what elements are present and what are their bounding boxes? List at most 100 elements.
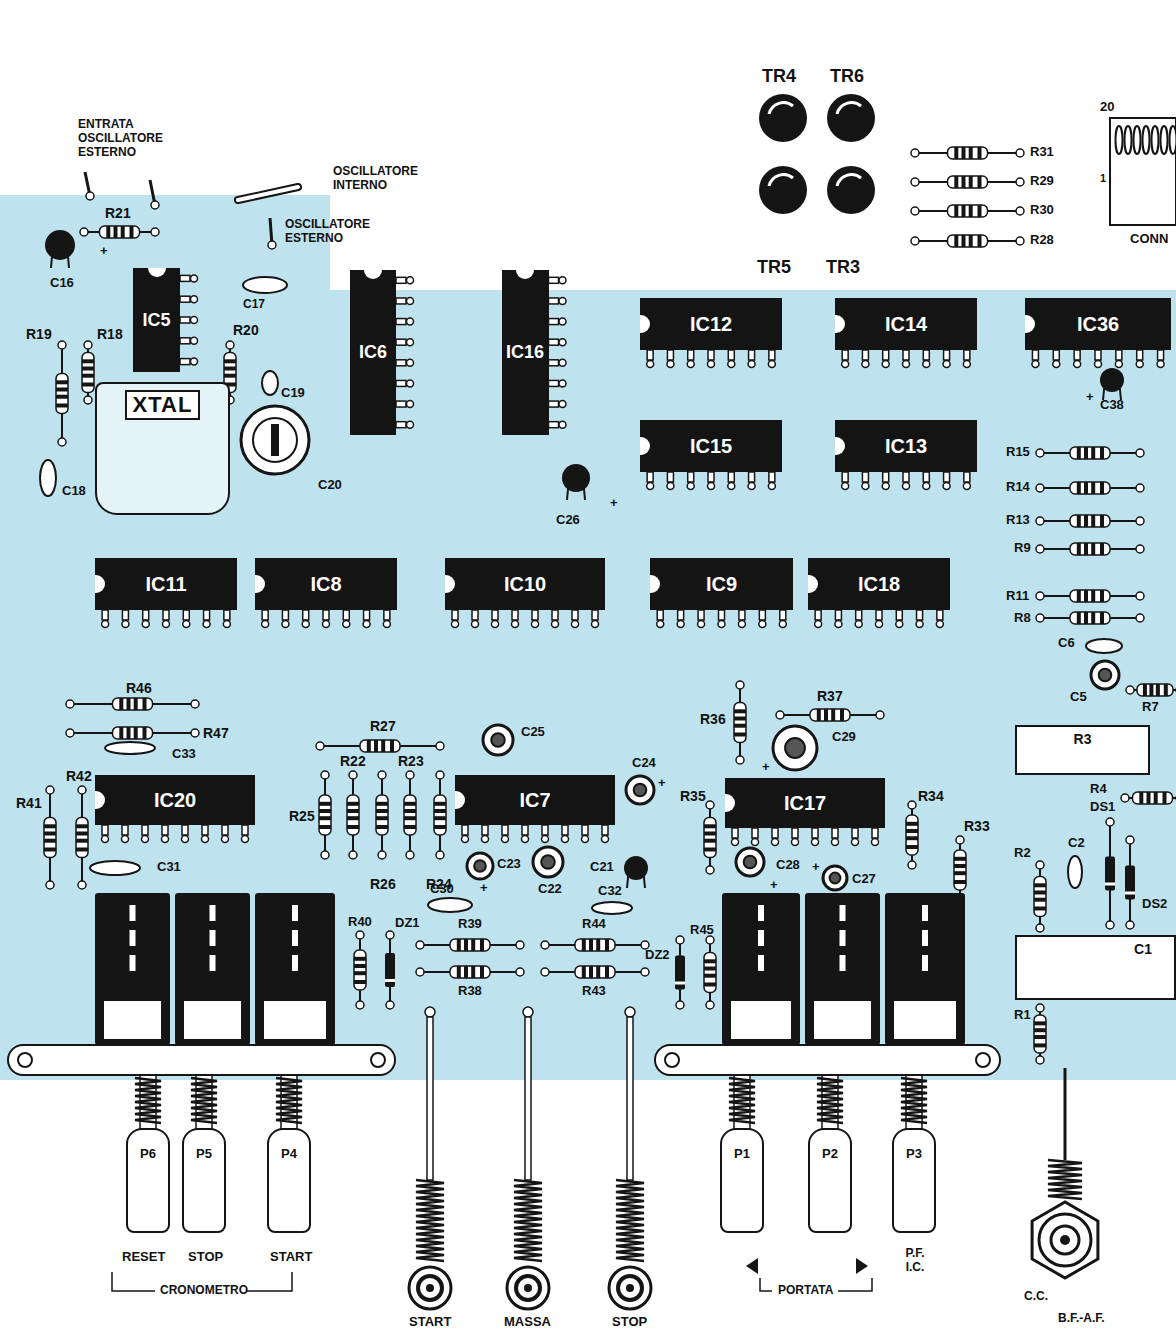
component-label: R3 — [1074, 731, 1092, 747]
color-band — [1084, 590, 1088, 602]
resistor-symbol — [316, 740, 444, 752]
jack-hole — [426, 1284, 434, 1292]
ic-pin — [183, 610, 189, 620]
solder-pad — [407, 277, 414, 284]
resistor-symbol — [76, 786, 88, 889]
part-label: C19 — [281, 386, 305, 401]
solder-pad — [779, 621, 786, 628]
solder-pad — [343, 621, 350, 628]
switch-slot — [840, 905, 846, 921]
color-band — [347, 802, 359, 806]
solder-pad — [641, 968, 649, 976]
solder-pad — [183, 621, 190, 628]
color-band — [704, 959, 716, 963]
resistor-body — [1034, 877, 1046, 917]
color-band — [954, 176, 958, 188]
solder-pad — [625, 1007, 635, 1017]
color-band — [589, 939, 593, 951]
diode-body — [1125, 866, 1135, 900]
color-band — [978, 205, 982, 217]
diode-body — [385, 953, 395, 987]
solder-pad — [582, 836, 589, 843]
part-label: R34 — [918, 788, 944, 804]
solder-pad — [911, 237, 919, 245]
color-band — [457, 966, 461, 978]
color-band — [82, 383, 94, 387]
part-label: 20 — [1100, 100, 1114, 115]
tantalum-capacitor — [562, 464, 590, 492]
ic-pin — [396, 277, 406, 283]
color-band — [978, 176, 982, 188]
switch-frame — [813, 1000, 872, 1040]
solder-pad — [1036, 449, 1044, 457]
part-label: C23 — [497, 857, 521, 872]
part-label: R26 — [370, 876, 396, 892]
color-band — [404, 825, 416, 829]
color-band — [1100, 612, 1104, 624]
ic-pin — [549, 298, 559, 304]
part-label: C5 — [1070, 690, 1087, 705]
capacitor-top — [474, 860, 486, 872]
color-band — [404, 809, 416, 813]
solder-pad — [407, 359, 414, 366]
color-band — [582, 939, 586, 951]
switch-body — [885, 893, 965, 1045]
ic-pin — [862, 350, 868, 360]
color-band — [605, 966, 609, 978]
color-band — [1077, 543, 1081, 555]
color-band — [119, 727, 123, 739]
ic-pin — [862, 472, 868, 482]
transistor-highlight — [769, 103, 793, 114]
color-band — [1034, 891, 1046, 895]
ic-pin — [759, 610, 765, 620]
ic-pin — [396, 380, 406, 386]
solder-pad — [1016, 178, 1024, 186]
solder-pad — [46, 881, 54, 889]
part-label: R15 — [1006, 445, 1030, 460]
solder-pad — [191, 317, 198, 324]
solder-pad — [436, 851, 444, 859]
resistor-symbol — [1036, 515, 1144, 527]
solder-pad — [523, 1007, 533, 1017]
solder-pad — [647, 361, 654, 368]
solder-pad — [321, 771, 329, 779]
ic-pin — [883, 350, 889, 360]
solder-pad — [436, 771, 444, 779]
color-band — [134, 698, 138, 710]
ic-pin — [923, 472, 929, 482]
solder-pad — [363, 621, 370, 628]
spring-coil — [616, 1180, 644, 1261]
ic-label: IC5 — [142, 310, 170, 331]
solder-pad — [203, 621, 210, 628]
trimmer-capacitor — [241, 406, 309, 474]
ic-pin — [522, 825, 528, 835]
solder-pad — [1136, 592, 1144, 600]
ic-pin — [472, 610, 478, 620]
diode-body — [1105, 857, 1115, 891]
solder-pad — [1136, 449, 1144, 457]
spring-coil — [514, 1180, 542, 1261]
ic-chip: IC6 — [350, 270, 396, 435]
diode-band — [1105, 883, 1115, 886]
solder-pad — [698, 621, 705, 628]
solder-pad — [202, 836, 209, 843]
bracket-hole — [18, 1053, 32, 1067]
solder-pad — [1053, 361, 1060, 368]
ic-pin — [708, 472, 714, 482]
color-band — [134, 727, 138, 739]
part-label: R19 — [26, 326, 52, 342]
component-label: C1 — [1134, 941, 1152, 957]
group-bracket — [760, 1278, 772, 1291]
ic-pin — [647, 350, 653, 360]
color-band — [704, 967, 716, 971]
transistor-body — [759, 94, 807, 142]
jack-ring — [507, 1267, 549, 1309]
bnc-pin — [1060, 1235, 1070, 1245]
trimmer-slot — [271, 424, 279, 456]
capacitor-top — [634, 784, 647, 797]
ic-pin — [180, 296, 190, 302]
push-button-cap: P2 — [808, 1128, 852, 1233]
solder-pad — [908, 861, 916, 869]
solder-pad — [356, 931, 364, 939]
